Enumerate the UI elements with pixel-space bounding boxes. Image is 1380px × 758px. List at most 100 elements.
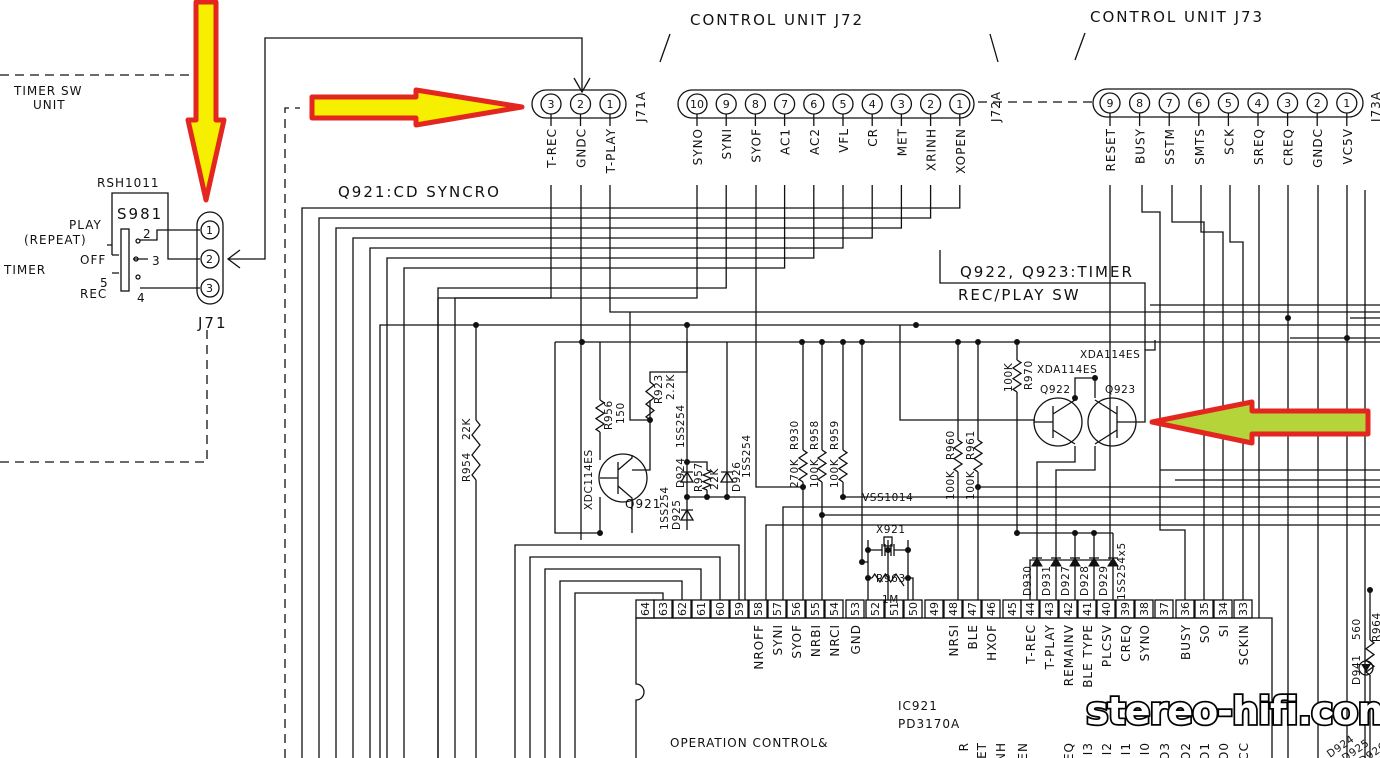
arrow-left-green-icon: [1149, 399, 1371, 446]
ic-bottom-pin-label: CC: [1237, 742, 1251, 758]
timer-unit-label-2: UNIT: [33, 98, 66, 112]
diode-d930: D930: [1022, 557, 1043, 596]
ic-bottom-pin-label: O0: [1217, 742, 1231, 758]
r960-ref: R960: [945, 430, 957, 460]
j73a-signal: RESET: [1104, 128, 1118, 171]
r923-ref: R923: [653, 374, 665, 404]
j73a-signal: CREQ: [1282, 128, 1296, 166]
j73a-ref: J73A: [1369, 91, 1380, 123]
j73a-pin-number: 6: [1195, 97, 1202, 110]
ic-pin: 60: [710, 599, 730, 619]
ic-pin-number: 38: [1138, 602, 1151, 616]
r954-ref: R954: [461, 452, 473, 482]
ic-part: PD3170A: [898, 717, 960, 731]
ic-pin-number: 47: [966, 602, 979, 616]
ic-pin-number: 53: [849, 602, 862, 616]
ic-pin-label: BLE: [966, 624, 980, 650]
j71a-signal: GNDC: [575, 128, 589, 168]
q923-ref: Q923: [1105, 384, 1136, 396]
r963-ref: R963: [876, 573, 906, 585]
arrow-right-yellow-icon: [309, 87, 525, 128]
ic-pin-number: 43: [1043, 602, 1056, 616]
ic-pin-number: 51: [888, 602, 901, 616]
mode-timer: TIMER: [3, 263, 46, 277]
ic-pin-number: 48: [947, 602, 960, 616]
diode-d925: [679, 508, 695, 521]
header-j72-title: CONTROL UNIT J72: [690, 11, 864, 29]
j72a-signal: VFL: [837, 128, 851, 153]
resistor: [471, 419, 481, 481]
ic-bottom-pin-label: ET: [975, 742, 989, 758]
j71a-signal: T-PLAY: [604, 128, 618, 174]
j73a-pin-number: 1: [1343, 97, 1350, 110]
ic-bottom-pin-label: I1: [1119, 742, 1133, 755]
r956-ref: R956: [603, 400, 615, 430]
ic-pin-label: CREQ: [1119, 624, 1133, 662]
ic-pin-number: 63: [657, 602, 670, 616]
r958-ref: R958: [809, 420, 821, 450]
j72a-pin-number: 10: [690, 98, 704, 111]
diode-d927: D927: [1060, 557, 1081, 596]
timer-unit-boundary: [0, 74, 208, 463]
diode-ref: D927: [1060, 565, 1072, 596]
q921-type: XDC114ES: [583, 449, 595, 510]
timer-unit-label-1: TIMER SW: [13, 84, 82, 98]
resistor: [871, 572, 905, 587]
terminal-5: 5: [100, 276, 109, 290]
ic-pin-label: REMAINV: [1062, 624, 1076, 686]
ic-pin-label: SYNO: [1138, 624, 1152, 661]
resistor: [1011, 359, 1023, 393]
q923-type: XDA114ES: [1080, 349, 1140, 361]
diode-ref: D930: [1022, 565, 1034, 596]
pos-repeat: (REPEAT): [24, 233, 87, 247]
ic-pin-label: SCKIN: [1237, 624, 1251, 665]
ic-pin-number: 35: [1198, 602, 1211, 616]
diode-d929: D929: [1098, 557, 1119, 596]
ic-pin: 45: [1002, 599, 1022, 619]
r961-value: 100K: [965, 470, 977, 500]
ic-bottom-pin-label: RINH: [994, 742, 1008, 758]
diode-d924: [679, 470, 695, 483]
connectors: J71A3T-REC2GNDC1T-PLAYJ72A10SYNO9SYNI8SY…: [531, 88, 1380, 174]
j73a-pin-number: 3: [1284, 97, 1291, 110]
r958-value: 100K: [809, 458, 821, 488]
header-j73: CONTROL UNIT J73: [1074, 8, 1262, 61]
ic-bottom-pin-label: O2: [1179, 742, 1193, 758]
dashed-link-j71a: [284, 107, 300, 758]
ic-pin-label: NROFF: [752, 624, 766, 670]
ic-bottom-pin-label: REQ: [1062, 742, 1076, 758]
ic-pin-label: NRBI: [809, 624, 823, 657]
ic-pin-label: BLE TYPE: [1081, 624, 1095, 688]
pos-rec: REC: [80, 287, 107, 301]
ic-pin-number: 59: [733, 602, 746, 616]
ic-bottom-pin-label: O3: [1158, 742, 1172, 758]
diode-group-type: 1SS254x5: [1116, 542, 1128, 600]
connector-j73a: J73A9RESET8BUSY7SSTM6SMTS5SCK4SREQ3CREQ2…: [1092, 88, 1380, 171]
r954-value: 22K: [461, 417, 473, 440]
terminal-3: 3: [152, 254, 161, 268]
j73a-signal: SCK: [1222, 128, 1236, 155]
ic-bottom-pin-label: OPEN: [1016, 742, 1030, 758]
j72a-signal: AC2: [808, 128, 822, 155]
ic-pin-number: 52: [869, 602, 882, 616]
ic-bottom-pin-label: R: [957, 742, 971, 751]
ic-pin-number: 46: [985, 602, 998, 616]
j73a-signal: GNDC: [1311, 128, 1325, 168]
diode-ref: D929: [1098, 565, 1110, 596]
ic-pin-label: T-REC: [1024, 624, 1038, 665]
arrow-down-yellow-icon: [185, 0, 227, 203]
ic-pin: 50: [903, 599, 923, 619]
j72a-signal: SYNI: [720, 128, 734, 159]
timer-sw-unit: TIMER SW UNIT RSH1011 S981 PLAY (REPEAT)…: [3, 37, 591, 332]
r959-ref: R959: [829, 420, 841, 450]
j72a-pin-number: 5: [840, 98, 847, 111]
ic-pin-number: 57: [771, 602, 784, 616]
d925-ref: D925: [671, 499, 683, 530]
